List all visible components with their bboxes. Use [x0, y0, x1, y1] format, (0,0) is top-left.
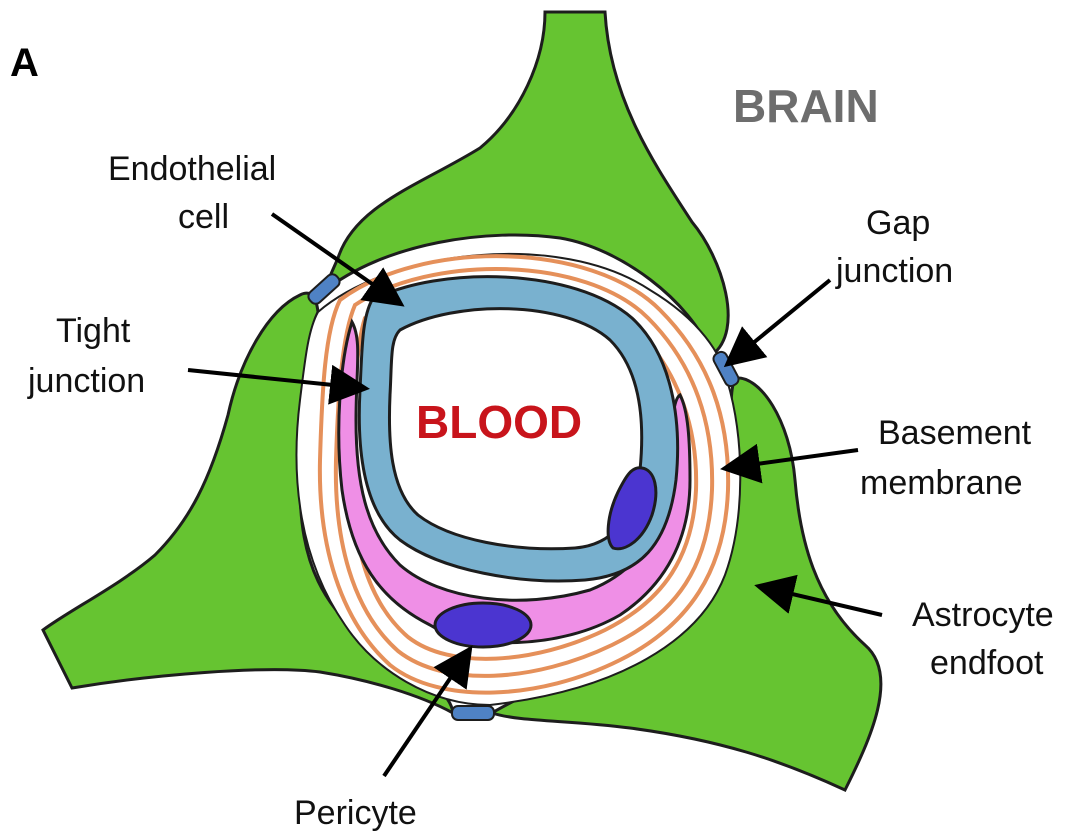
- label-basement-line1: Basement: [878, 414, 1032, 452]
- panel-label: A: [10, 41, 39, 85]
- label-gap-line2: junction: [835, 252, 953, 290]
- arrow-gap-junction: [730, 280, 830, 362]
- label-astrocyte-line2: endfoot: [930, 644, 1044, 682]
- label-tight-line2: junction: [27, 362, 145, 400]
- label-pericyte: Pericyte: [294, 794, 417, 832]
- label-tight-line1: Tight: [56, 312, 131, 350]
- label-endothelial-line1: Endothelial: [108, 150, 276, 188]
- brain-label: BRAIN: [733, 80, 879, 132]
- label-gap-line1: Gap: [866, 204, 930, 242]
- label-astrocyte-line1: Astrocyte: [912, 596, 1054, 634]
- gap-junction-bottom: [452, 706, 494, 720]
- label-endothelial-line2: cell: [178, 198, 229, 236]
- blood-label: BLOOD: [416, 396, 582, 448]
- pericyte-nucleus: [435, 603, 531, 647]
- label-basement-line2: membrane: [860, 464, 1023, 502]
